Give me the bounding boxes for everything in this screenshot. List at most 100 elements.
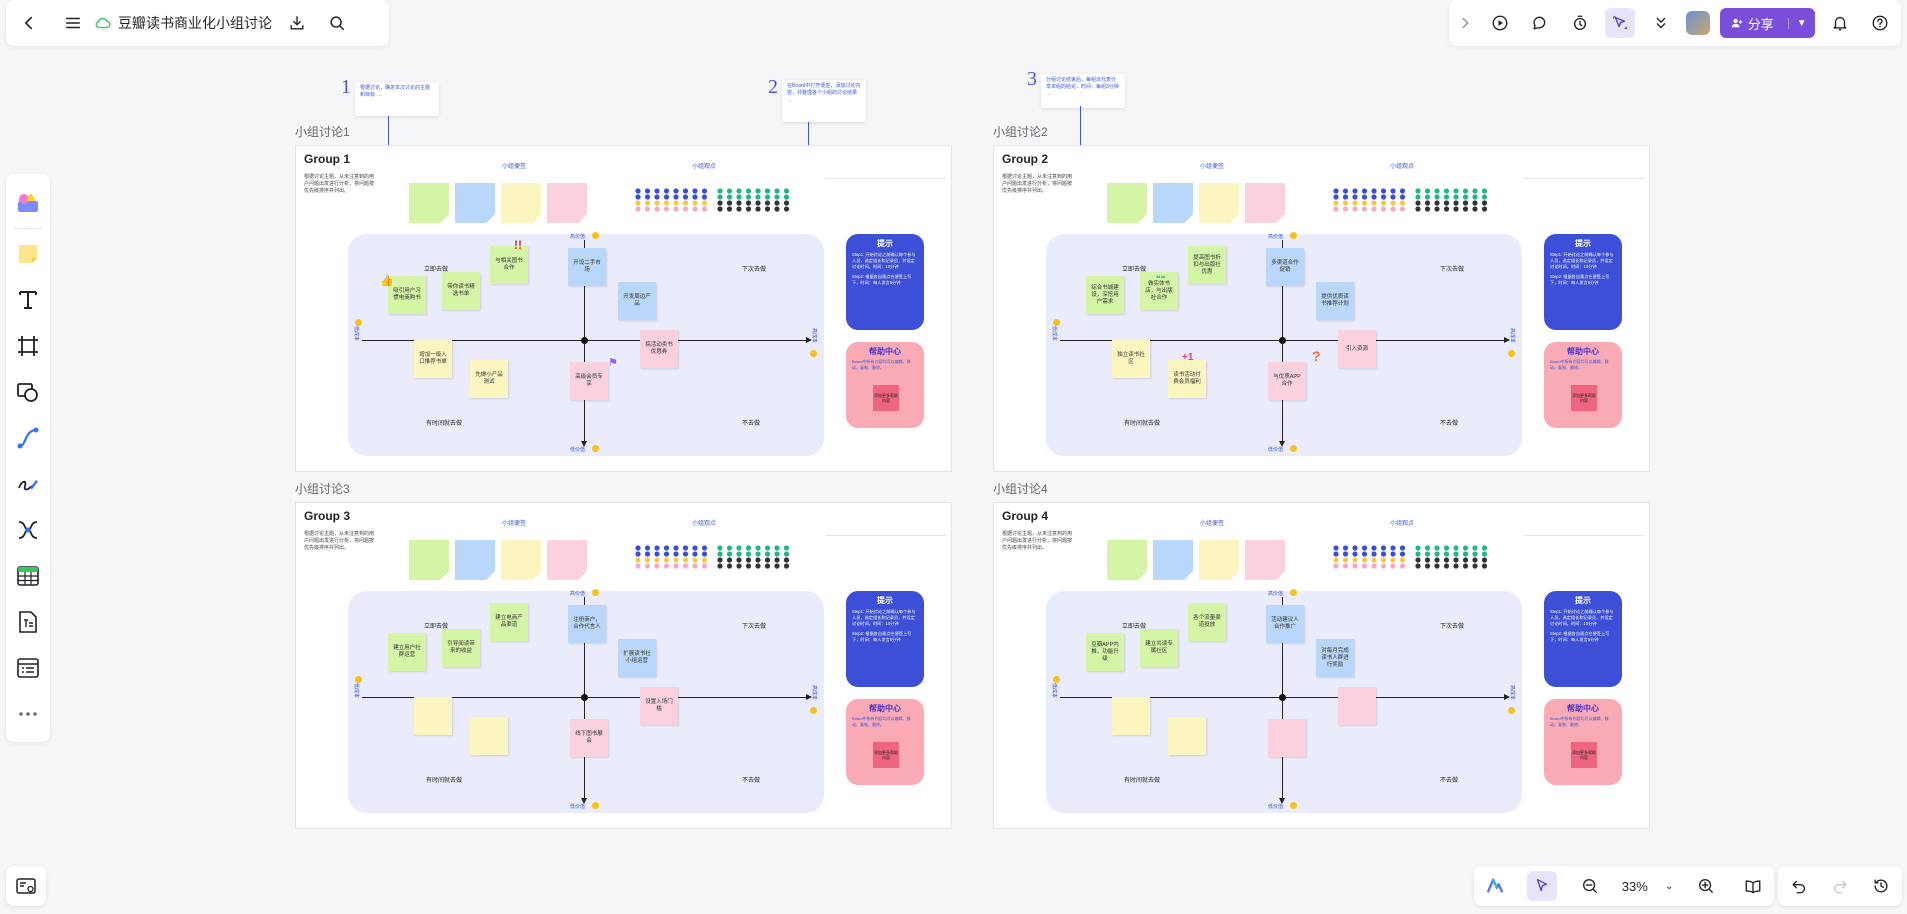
vote-dots[interactable] xyxy=(1332,188,1410,212)
frame-label[interactable]: 小组讨论2 xyxy=(993,125,1048,139)
mindmap-tool-icon[interactable] xyxy=(11,513,45,547)
vote-dots[interactable] xyxy=(1414,188,1492,212)
zoom-out-icon[interactable] xyxy=(1575,871,1605,901)
sticky-note-stack[interactable] xyxy=(455,540,495,580)
sticky-note-stack[interactable] xyxy=(547,183,587,223)
vote-dots[interactable] xyxy=(634,545,712,569)
chevron-down-icon[interactable]: ⌄ xyxy=(1665,880,1674,892)
sticky-note-stack[interactable] xyxy=(1153,540,1193,580)
sticky-note-stack[interactable] xyxy=(1245,540,1285,580)
sticky-note[interactable]: 扩展读书社小组运营 xyxy=(618,639,656,677)
chevron-down-icon[interactable]: ▼ xyxy=(1787,17,1807,29)
sticky-note-stack[interactable] xyxy=(409,540,449,580)
sticky-note-stack[interactable] xyxy=(501,540,541,580)
sticky-note-stack[interactable] xyxy=(1199,540,1239,580)
chevron-right-icon[interactable] xyxy=(1455,8,1475,38)
double-chevron-down-icon[interactable] xyxy=(1646,8,1676,38)
sticky-note[interactable]: 综合书城建设，深挖用户需求 xyxy=(1086,276,1124,314)
sticky-note[interactable]: 各个流量渠道投放 xyxy=(1188,603,1226,641)
sticky-note[interactable]: 多渠道合作促销 xyxy=(1266,248,1304,286)
sticky-note[interactable]: 带你读书精选书单 xyxy=(442,272,480,310)
sticky-note[interactable]: 建立电商产品渠道 xyxy=(490,603,528,641)
zoom-in-icon[interactable] xyxy=(1691,871,1721,901)
sticky-note[interactable]: 开设二手市场 xyxy=(568,248,606,286)
table-tool-icon[interactable] xyxy=(11,559,45,593)
sticky-note[interactable]: 增加一级入口推荐书单 xyxy=(414,340,452,378)
sticky-note[interactable]: 线下图书展会 xyxy=(570,719,608,757)
sticky-note[interactable]: 读书活动付费会员福利 xyxy=(1168,360,1206,398)
sticky-note-stack[interactable] xyxy=(409,183,449,223)
play-circle-icon[interactable] xyxy=(1485,8,1515,38)
group-title[interactable]: Group 4 xyxy=(1002,509,1049,523)
history-icon[interactable] xyxy=(1866,871,1896,901)
sticky-note[interactable]: 与优质APP合作 xyxy=(1268,362,1306,400)
group-title[interactable]: Group 3 xyxy=(304,509,351,523)
sticky-note-stack[interactable] xyxy=(547,540,587,580)
sticky-note[interactable]: 提供优质读书推荐计划 xyxy=(1316,282,1354,320)
template-shapes-icon[interactable] xyxy=(11,186,45,220)
sticky-note[interactable]: 注册商户，合作代言人 xyxy=(568,605,606,643)
sticky-note[interactable]: 与相关图书合作 xyxy=(490,246,528,284)
frame-label[interactable]: 小组讨论4 xyxy=(993,482,1048,496)
sticky-note[interactable]: 建立用户社群运营 xyxy=(388,633,426,671)
vote-dots[interactable] xyxy=(716,545,794,569)
sticky-note[interactable] xyxy=(1268,719,1306,757)
group-title[interactable]: Group 2 xyxy=(1002,152,1049,166)
minimap-toggle[interactable] xyxy=(6,866,46,906)
group-frame[interactable]: Group 3 根据讨论主题，从未注意到的用户问题出发进行分析，将问题按优先级排序… xyxy=(295,502,952,829)
download-icon[interactable] xyxy=(282,8,312,38)
text-tool-icon[interactable] xyxy=(11,283,45,317)
sticky-note[interactable] xyxy=(1112,697,1150,735)
avatar[interactable] xyxy=(1685,11,1710,35)
sticky-note[interactable]: 引导阅读带来的收益 xyxy=(442,629,480,667)
group-description[interactable]: 根据讨论主题，从未注意到的用户问题出发进行分析，将问题按优先级排序并列出。 xyxy=(1002,531,1073,551)
pen-tool-icon[interactable] xyxy=(11,467,45,501)
group-description[interactable]: 根据讨论主题，从未注意到的用户问题出发进行分析，将问题按优先级排序并列出。 xyxy=(1002,174,1073,194)
document-tool-icon[interactable] xyxy=(11,605,45,639)
sticky-note-stack[interactable] xyxy=(1199,183,1239,223)
sticky-note-stack[interactable] xyxy=(501,183,541,223)
priority-matrix[interactable]: 高价值低价值低成本高成本立即去做下次去做有时间就去做不去做吸引用户习惯电商购书带… xyxy=(348,232,824,456)
sticky-note[interactable]: 做实体书店，与出版社合作 xyxy=(1140,272,1178,310)
frame-label[interactable]: 小组讨论1 xyxy=(295,125,350,139)
help-note[interactable]: 添加更多帮助内容 xyxy=(873,742,899,768)
book-view-icon[interactable] xyxy=(1738,871,1768,901)
sticky-note[interactable]: 活动建议人合作推广 xyxy=(1266,605,1304,643)
sticky-note-stack[interactable] xyxy=(1107,540,1147,580)
share-button[interactable]: 分享 ▼ xyxy=(1719,8,1815,38)
bell-icon[interactable] xyxy=(1825,8,1855,38)
sticky-note[interactable]: 先做小产品测试 xyxy=(470,360,508,398)
sticky-note[interactable] xyxy=(1338,687,1376,725)
timer-icon[interactable] xyxy=(1565,8,1595,38)
group-description[interactable]: 根据讨论主题，从未注意到的用户问题出发进行分析，将问题按优先级排序并列出。 xyxy=(304,531,375,551)
vote-dots[interactable] xyxy=(1332,545,1410,569)
sticky-note[interactable]: 独立读书社区 xyxy=(1112,340,1150,378)
frame-tool-icon[interactable] xyxy=(11,329,45,363)
sticky-note[interactable]: 提高图书折扣与出版社优惠 xyxy=(1188,246,1226,284)
vote-dots[interactable] xyxy=(716,188,794,212)
sticky-note[interactable]: 吸引用户习惯电商购书 xyxy=(388,276,426,314)
sticky-note-icon[interactable] xyxy=(11,237,45,271)
group-description[interactable]: 根据讨论主题，从未注意到的用户问题出发进行分析，将问题按优先级排序并列出。 xyxy=(304,174,375,194)
sticky-note[interactable]: 引入资源 xyxy=(1338,330,1376,368)
document-title[interactable]: 豆瓣读书商业化小组讨论 xyxy=(118,15,272,31)
cursor-select-icon[interactable] xyxy=(1527,871,1558,901)
sticky-note[interactable]: 开发周边产品 xyxy=(618,282,656,320)
chevron-left-icon[interactable] xyxy=(14,8,44,38)
comment-icon[interactable] xyxy=(1525,8,1555,38)
vote-dots[interactable] xyxy=(1414,545,1492,569)
help-note[interactable]: 添加更多帮助内容 xyxy=(873,385,899,411)
sticky-note[interactable]: 高级会员专享 xyxy=(570,362,608,400)
sticky-note-stack[interactable] xyxy=(1245,183,1285,223)
sticky-note[interactable] xyxy=(414,697,452,735)
search-icon[interactable] xyxy=(322,8,352,38)
more-tools-icon[interactable] xyxy=(11,697,45,731)
priority-matrix[interactable]: 高价值低价值低成本高成本立即去做下次去做有时间就去做不去做综合书城建设，深挖用户… xyxy=(1046,232,1522,456)
